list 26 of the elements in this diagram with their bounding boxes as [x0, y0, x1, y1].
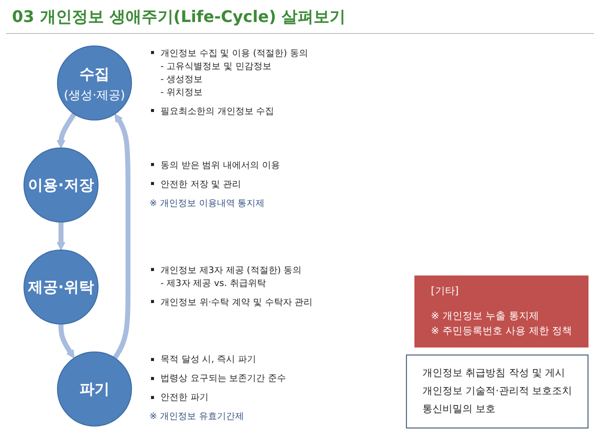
bullet-item: 안전한 저장 및 관리: [150, 178, 242, 192]
node-circle: 수집 (생성·제공): [57, 46, 132, 120]
bullet-item: 법령상 요구되는 보존기간 준수: [150, 373, 286, 386]
bullet-item: 필요최소한의 개인정보 수집: [150, 106, 274, 118]
node-box: 개인정보 취급방침 작성 및 게시 개인정보 기술적·관리적 보호조치 통신비밀의 보호: [406, 354, 588, 428]
arrow: [58, 324, 75, 358]
node-box: [기타] ※ 개인정보 누출 통지제 ※ 주민등록번호 사용 제한 정책: [414, 276, 588, 348]
title: 03 개인정보 생애주기(Life-Cycle) 살펴보기: [12, 7, 346, 28]
reference-note: ※ 개인정보 이용내역 통지제: [150, 198, 265, 210]
sub-item-text: - 제3자 제공 vs. 취급위탁: [160, 278, 266, 290]
arrow: [56, 112, 76, 148]
bullet-item: 개인정보 위·수탁 계약 및 수탁자 관리: [150, 296, 313, 310]
node-circle: 제공·위탁: [24, 250, 98, 324]
bullet-item: 동의 받은 범위 내에서의 이용: [150, 160, 280, 172]
sub-item-text: - 고유식별정보 및 민감정보: [160, 60, 272, 74]
arrow: [112, 114, 130, 360]
bullet-item: 안전한 파기: [150, 392, 208, 405]
bullet-item: 개인정보 제3자 제공 (적절한) 동의: [150, 264, 302, 278]
bullet-item: 개인정보 수집 및 이용 (적절한) 동의: [150, 48, 308, 60]
node-circle: 이용·저장: [24, 148, 98, 222]
node-circle: 파기: [57, 352, 132, 426]
sub-item-text: - 위치정보: [160, 86, 203, 100]
bullet-item: 목적 달성 시, 즉시 파기: [150, 354, 256, 367]
reference-note: ※ 개인정보 유효기간제: [150, 411, 244, 424]
arrow: [56, 222, 66, 250]
sub-item-text: - 생성정보: [160, 74, 203, 86]
